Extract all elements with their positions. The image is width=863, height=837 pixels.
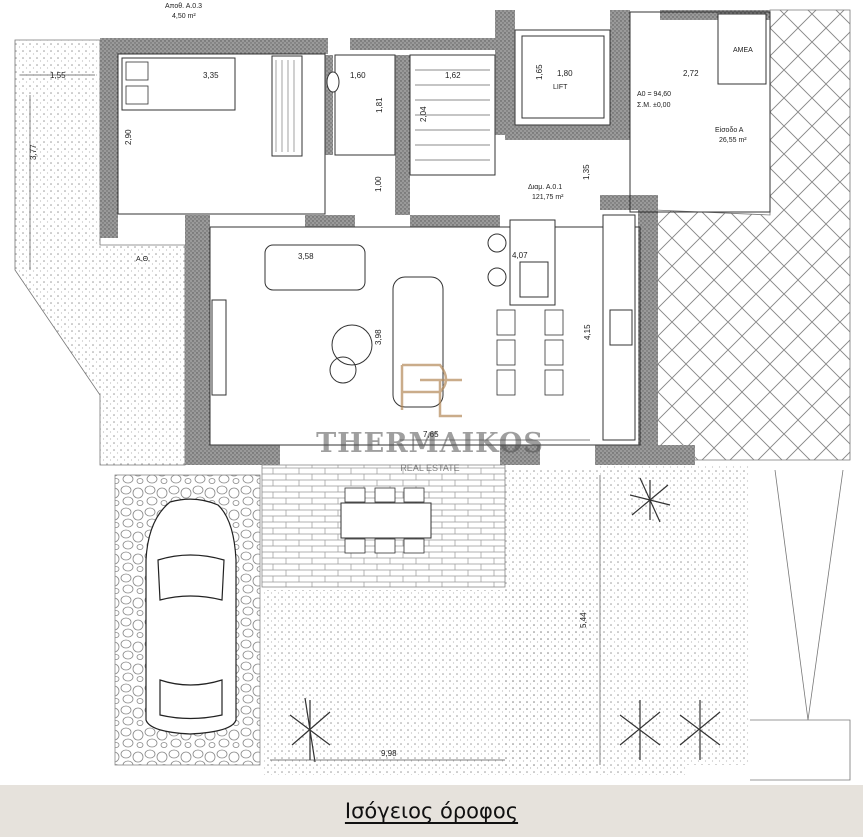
- floor-plan: Αποθ. Α.0.3 4,50 m² 1,55 3,77 3,35 2,90 …: [14, 3, 851, 781]
- caption-bar: Ισόγειος όροφος: [0, 785, 863, 837]
- dim-1-81: 1,81: [375, 97, 384, 113]
- floor-caption: Ισόγειος όροφος: [344, 799, 519, 823]
- label-level-sm: Σ.Μ. ±0,00: [637, 102, 671, 109]
- dim-3-35: 3,35: [203, 71, 219, 80]
- watermark-subtitle: REAL ESTATE: [400, 463, 460, 473]
- dim-3-58: 3,58: [298, 252, 314, 261]
- dim-4-15: 4,15: [583, 324, 592, 340]
- plant-icons: [289, 477, 721, 763]
- dim-4-07: 4,07: [512, 251, 528, 260]
- label-entrance-area: 26,55 m²: [719, 137, 747, 144]
- label-level-a0: Α0 = 94,60: [637, 91, 671, 98]
- label-entrance-title: Είσοδο Α: [715, 126, 744, 134]
- dim-2-04: 2,04: [419, 106, 428, 122]
- label-storage-area: 4,50 m²: [172, 13, 196, 20]
- brand-logo: [400, 363, 462, 418]
- dim-1-35: 1,35: [582, 164, 591, 180]
- dim-1-55: 1,55: [50, 71, 66, 80]
- dim-1-00: 1,00: [374, 176, 383, 192]
- label-amea: ΑΜΕΑ: [733, 47, 753, 54]
- dim-2-72: 2,72: [683, 69, 699, 78]
- watermark-brand: THERMAIKOS: [316, 428, 544, 459]
- dim-1-65: 1,65: [535, 64, 544, 80]
- dim-1-62: 1,62: [445, 71, 461, 80]
- label-lift: LIFT: [553, 84, 568, 91]
- dim-5-44: 5,44: [579, 612, 588, 628]
- label-living-title: Διαμ. Α.0.1: [528, 184, 562, 191]
- walls: [100, 10, 770, 465]
- dim-1-60: 1,60: [350, 71, 366, 80]
- dim-1-80: 1,80: [557, 69, 573, 78]
- dim-3-98: 3,98: [374, 329, 383, 345]
- label-storage-title: Αποθ. Α.0.3: [165, 3, 202, 10]
- dim-9-98: 9,98: [381, 749, 397, 758]
- label-living-area: 121,75 m²: [532, 194, 564, 201]
- label-ao: Α.Θ.: [136, 256, 150, 263]
- dim-7-65: 7,65: [423, 430, 439, 439]
- car-drawing: [145, 498, 237, 735]
- dim-3-77: 3,77: [29, 144, 38, 160]
- dim-2-90: 2,90: [124, 129, 133, 145]
